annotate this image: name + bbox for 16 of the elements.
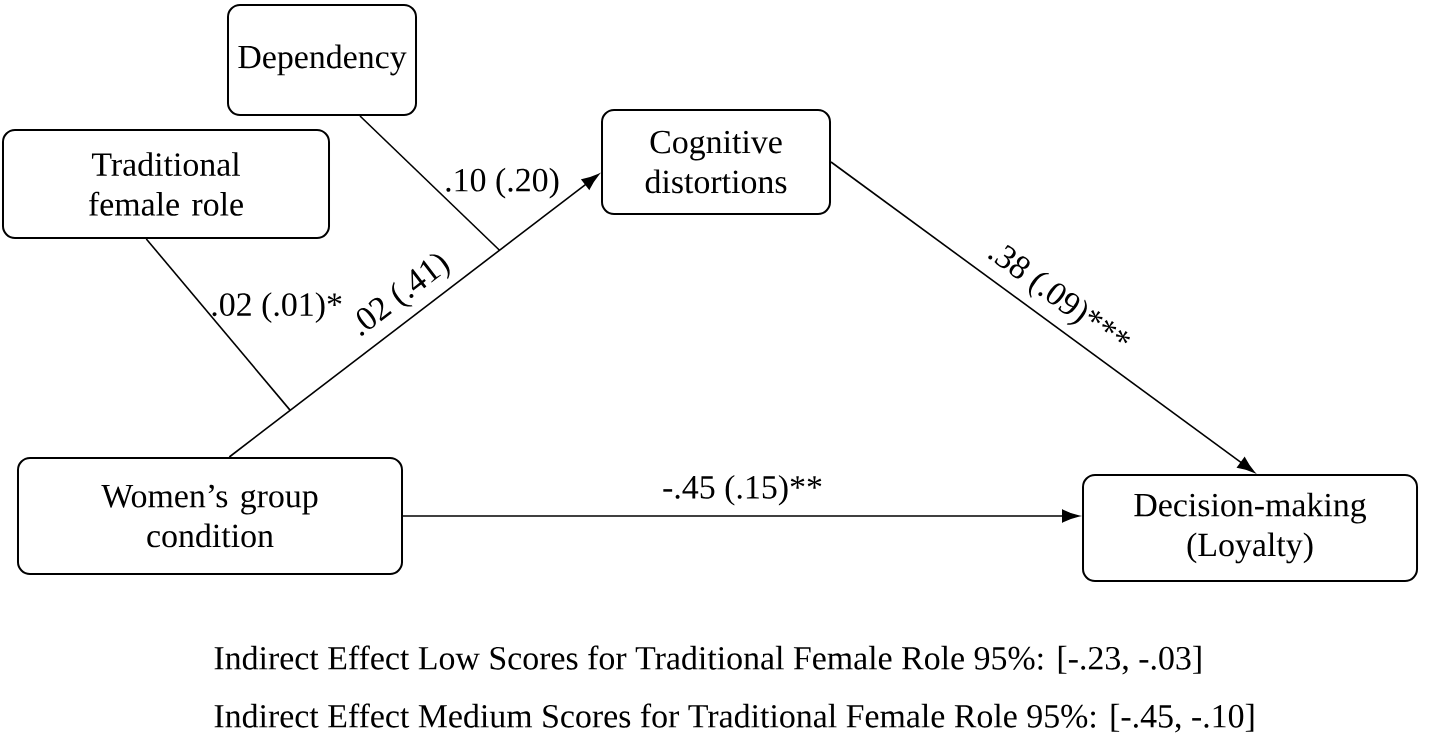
edge-label: .10 (.20) — [446, 167, 559, 199]
process-box: Women’s group condition — [17, 457, 403, 575]
arrow — [830, 161, 1255, 473]
arrow — [402, 509, 1080, 523]
process-box: Dependency — [227, 4, 417, 116]
edge-label: .02 (.01)* — [212, 292, 342, 323]
edge-label: -.45 (.15)** — [663, 474, 822, 506]
note-text: Indirect Effect Medium Scores for Traditional Female Role 95%: [-.45, -.10] — [214, 703, 1254, 733]
connector-line — [145, 238, 292, 412]
edge-label: .02 (.41) — [356, 254, 450, 336]
process-box: Traditional female role — [2, 129, 330, 239]
process-box: Decision-making (Loyalty) — [1082, 474, 1418, 582]
note-text: Indirect Effect Low Scores for Traditional Female Role 95%: [-.23, -.03] — [214, 645, 1201, 675]
arrow — [228, 173, 599, 458]
process-box: Cognitive distortions — [601, 109, 831, 215]
connector-line — [359, 115, 501, 252]
